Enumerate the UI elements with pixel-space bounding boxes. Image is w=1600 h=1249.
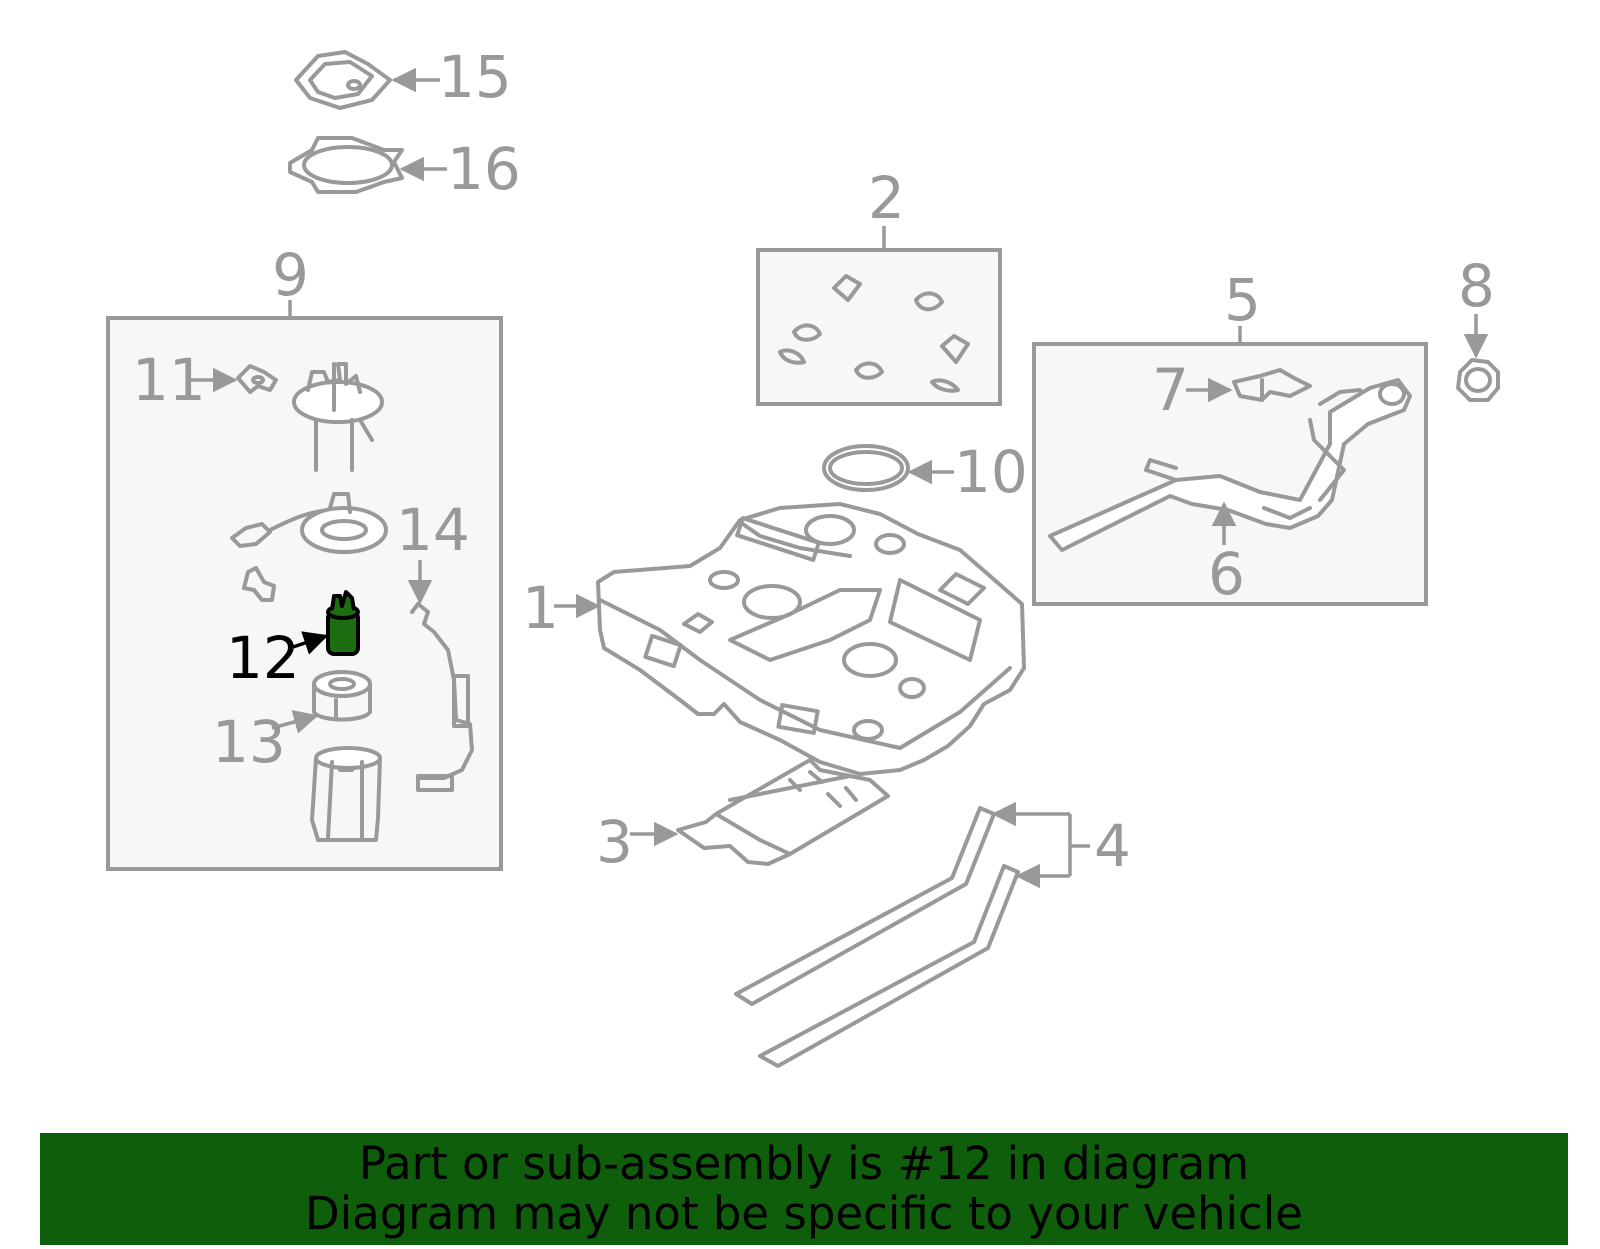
callout-4: 4 <box>1094 812 1131 880</box>
callout-7: 7 <box>1152 356 1189 424</box>
part-12-fuel-pump: 12 <box>226 590 360 692</box>
part-15-cover-plate: 15 <box>294 43 512 111</box>
pump-reservoir <box>310 746 382 842</box>
part-7-check-valve: 7 <box>1152 356 1312 424</box>
callout-16: 16 <box>447 135 521 203</box>
part-13-filter: 13 <box>212 670 372 776</box>
part-8-fuel-cap: 8 <box>1456 252 1500 402</box>
callout-6: 6 <box>1208 540 1245 608</box>
part-6-vent-tube: 6 <box>1208 501 1245 608</box>
part-4-tank-straps: 4 <box>734 801 1131 1068</box>
pump-wiring-and-plate <box>230 492 388 554</box>
part-14-level-sender: 14 <box>396 496 474 792</box>
banner-line-2: Diagram may not be specific to your vehi… <box>305 1187 1303 1240</box>
callout-10: 10 <box>954 438 1028 506</box>
banner-line-1: Part or sub-assembly is #12 in diagram <box>358 1137 1250 1190</box>
pump-flange-assembly <box>292 362 384 472</box>
callout-3: 3 <box>596 808 633 876</box>
callout-1: 1 <box>522 574 559 642</box>
info-banner: Part or sub-assembly is #12 in diagram D… <box>40 1133 1568 1245</box>
callout-13: 13 <box>212 708 286 776</box>
callout-8: 8 <box>1458 252 1495 320</box>
callout-5: 5 <box>1224 266 1261 334</box>
part-10-seal-ring: 10 <box>822 438 1028 506</box>
callout-2: 2 <box>868 164 905 232</box>
callout-12: 12 <box>226 624 300 692</box>
part-3-heat-shield: 3 <box>596 758 890 876</box>
part-2-seal-kit-box: 2 <box>756 164 1002 406</box>
callout-15: 15 <box>438 43 512 111</box>
part-16-gasket-ring: 16 <box>288 135 521 203</box>
part-1-fuel-tank: 1 <box>522 502 1026 776</box>
callout-14: 14 <box>396 496 470 564</box>
part-11-connector-clip: 11 <box>132 346 278 414</box>
fuel-hose-small <box>242 566 276 602</box>
callout-9: 9 <box>272 241 309 309</box>
